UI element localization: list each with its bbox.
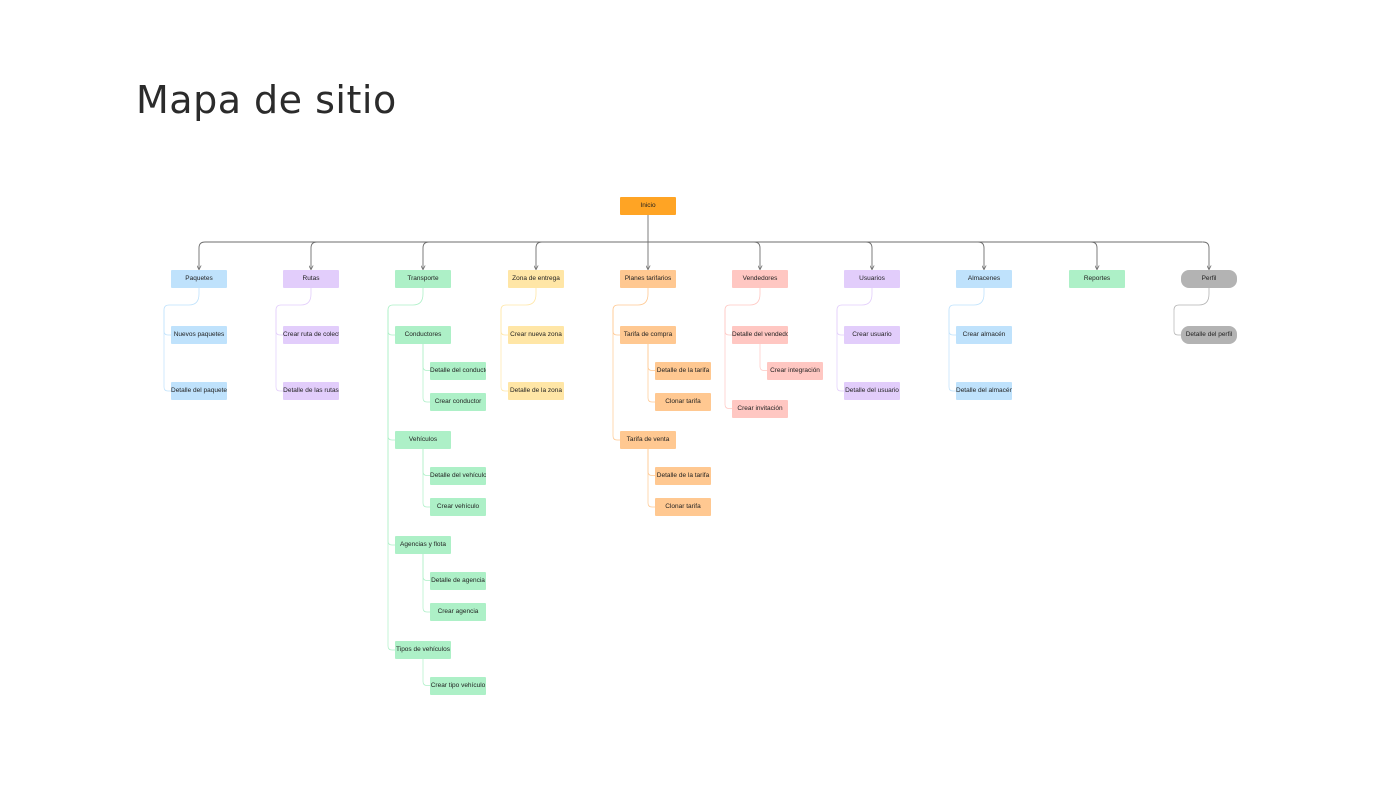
branch-start-usuarios (836, 288, 873, 311)
branch-start-perfil (1173, 288, 1210, 311)
branch-tipos-de-vehiculos (387, 310, 395, 651)
branch-tarifa-de-compra (612, 310, 620, 336)
branch-detalle-del-perfil (1173, 310, 1181, 336)
branch-crear-invitacion (724, 310, 732, 409)
branch-nuevos-paquetes (163, 310, 171, 336)
subitem-detalle-de-agencia: Detalle de agencia (430, 571, 486, 590)
section-rutas: Rutas (283, 270, 339, 288)
item-tipos-de-vehiculos: Tipos de vehículos (395, 641, 451, 659)
sub-branch-detalle-del-vehiculo (422, 449, 430, 476)
subitem-detalle-del-conductor: Detalle del conductor (430, 361, 486, 380)
section-almacenes: Almacenes (956, 270, 1012, 288)
item-agencias-y-flota: Agencias y flota (395, 536, 451, 554)
branch-start-vendedores (724, 288, 761, 311)
branch-start-almacenes (948, 288, 985, 311)
item-detalle-de-la-zona: Detalle de la zona (508, 382, 564, 400)
branch-vehiculos (387, 310, 395, 441)
section-drop-paquetes (199, 241, 206, 269)
section-reportes: Reportes (1069, 270, 1125, 288)
branch-start-rutas (275, 288, 312, 311)
item-detalle-del-usuario: Detalle del usuario (844, 382, 900, 400)
item-detalle-de-las-rutas: Detalle de las rutas (283, 382, 339, 400)
item-nuevos-paquetes: Nuevos paquetes (171, 326, 227, 344)
section-planes-tarifarios: Planes tarifarios (620, 270, 676, 288)
branch-crear-ruta-de-colecta (275, 310, 283, 336)
root-node-inicio: Inicio (620, 197, 676, 215)
branch-crear-almacen (948, 310, 956, 336)
section-drop-usuarios (865, 241, 872, 269)
section-drop-zona-de-entrega (536, 241, 543, 269)
section-transporte: Transporte (395, 270, 451, 288)
branch-start-transporte (387, 288, 424, 311)
branch-detalle-de-la-zona (500, 310, 508, 392)
section-zona-de-entrega: Zona de entrega (508, 270, 564, 288)
section-usuarios: Usuarios (844, 270, 900, 288)
subitem-crear-tipo-vehiculo: Crear tipo vehículo (430, 676, 486, 695)
subitem-detalle-de-la-tarifa: Detalle de la tarifa (655, 361, 711, 380)
branch-detalle-del-usuario (836, 310, 844, 392)
item-crear-ruta-de-colecta: Crear ruta de colecta (283, 326, 339, 344)
item-detalle-del-almacen: Detalle del almacén (956, 382, 1012, 400)
sub-branch-clonar-tarifa (647, 449, 655, 508)
sub-branch-clonar-tarifa (647, 344, 655, 403)
branch-tarifa-de-venta (612, 310, 620, 441)
branch-start-planes-tarifarios (612, 288, 649, 311)
branch-detalle-del-vendedor (724, 310, 732, 336)
item-crear-invitacion: Crear invitación (732, 399, 788, 418)
section-paquetes: Paquetes (171, 270, 227, 288)
branch-start-zona-de-entrega (500, 288, 537, 311)
section-drop-reportes (1090, 241, 1097, 269)
item-detalle-del-perfil: Detalle del perfil (1181, 326, 1237, 344)
subitem-crear-integracion: Crear integración (767, 361, 823, 380)
sub-branch-detalle-del-conductor (422, 344, 430, 371)
subitem-detalle-de-la-tarifa: Detalle de la tarifa (655, 466, 711, 485)
item-conductores: Conductores (395, 326, 451, 344)
subitem-detalle-del-vehiculo: Detalle del vehículo (430, 466, 486, 485)
branch-crear-usuario (836, 310, 844, 336)
subitem-clonar-tarifa: Clonar tarifa (655, 393, 711, 411)
branch-crear-nueva-zona (500, 310, 508, 336)
sub-branch-crear-agencia (422, 554, 430, 613)
branch-detalle-del-almacen (948, 310, 956, 392)
sub-branch-crear-integracion (759, 344, 767, 371)
sub-branch-detalle-de-la-tarifa (647, 344, 655, 371)
sub-branch-detalle-de-agencia (422, 554, 430, 581)
page-title: Mapa de sitio (136, 78, 397, 122)
sub-branch-detalle-de-la-tarifa (647, 449, 655, 476)
item-tarifa-de-compra: Tarifa de compra (620, 326, 676, 344)
item-crear-nueva-zona: Crear nueva zona (508, 326, 564, 344)
subitem-clonar-tarifa: Clonar tarifa (655, 498, 711, 516)
branch-detalle-de-las-rutas (275, 310, 283, 392)
section-drop-transporte (423, 241, 430, 269)
sub-branch-crear-tipo-vehiculo (422, 659, 430, 686)
section-drop-almacenes (977, 241, 984, 269)
item-detalle-del-vendedor: Detalle del vendedor (732, 326, 788, 344)
section-perfil: Perfil (1181, 270, 1237, 288)
branch-detalle-del-paquete (163, 310, 171, 392)
item-crear-usuario: Crear usuario (844, 326, 900, 344)
item-detalle-del-paquete: Detalle del paquete (171, 382, 227, 400)
section-drop-perfil (1202, 241, 1209, 269)
subitem-crear-vehiculo: Crear vehículo (430, 498, 486, 516)
section-vendedores: Vendedores (732, 270, 788, 288)
item-tarifa-de-venta: Tarifa de venta (620, 431, 676, 449)
sub-branch-crear-conductor (422, 344, 430, 403)
item-vehiculos: Vehículos (395, 431, 451, 449)
branch-agencias-y-flota (387, 310, 395, 546)
branch-conductores (387, 310, 395, 336)
subitem-crear-agencia: Crear agencia (430, 603, 486, 621)
section-drop-vendedores (753, 241, 760, 269)
subitem-crear-conductor: Crear conductor (430, 393, 486, 411)
item-crear-almacen: Crear almacén (956, 326, 1012, 344)
section-drop-rutas (311, 241, 318, 269)
sub-branch-crear-vehiculo (422, 449, 430, 508)
branch-start-paquetes (163, 288, 200, 311)
